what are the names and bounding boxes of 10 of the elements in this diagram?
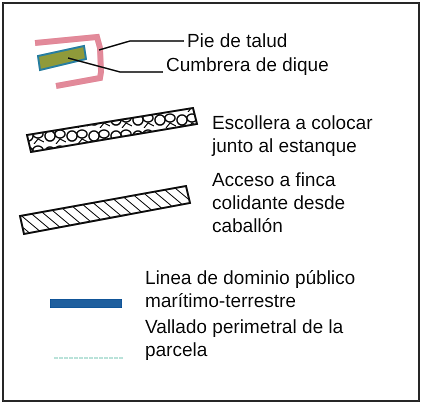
dike-crest-band (36, 44, 88, 72)
legend-label: Linea de dominio público marítimo-terrestre (145, 267, 356, 313)
leader-label: Cumbrera de dique (166, 54, 329, 77)
legend-label: Acceso a finca colidante desde caballón (212, 169, 346, 238)
leader-line (98, 40, 184, 51)
legend-label: Escollera a colocar junto al estanque (212, 112, 374, 158)
leader-line (68, 57, 163, 73)
legend-label: Vallado perimetral de la parcela (145, 316, 344, 362)
slope-toe-outline (34, 34, 104, 89)
leader-label: Pie de talud (187, 30, 288, 53)
